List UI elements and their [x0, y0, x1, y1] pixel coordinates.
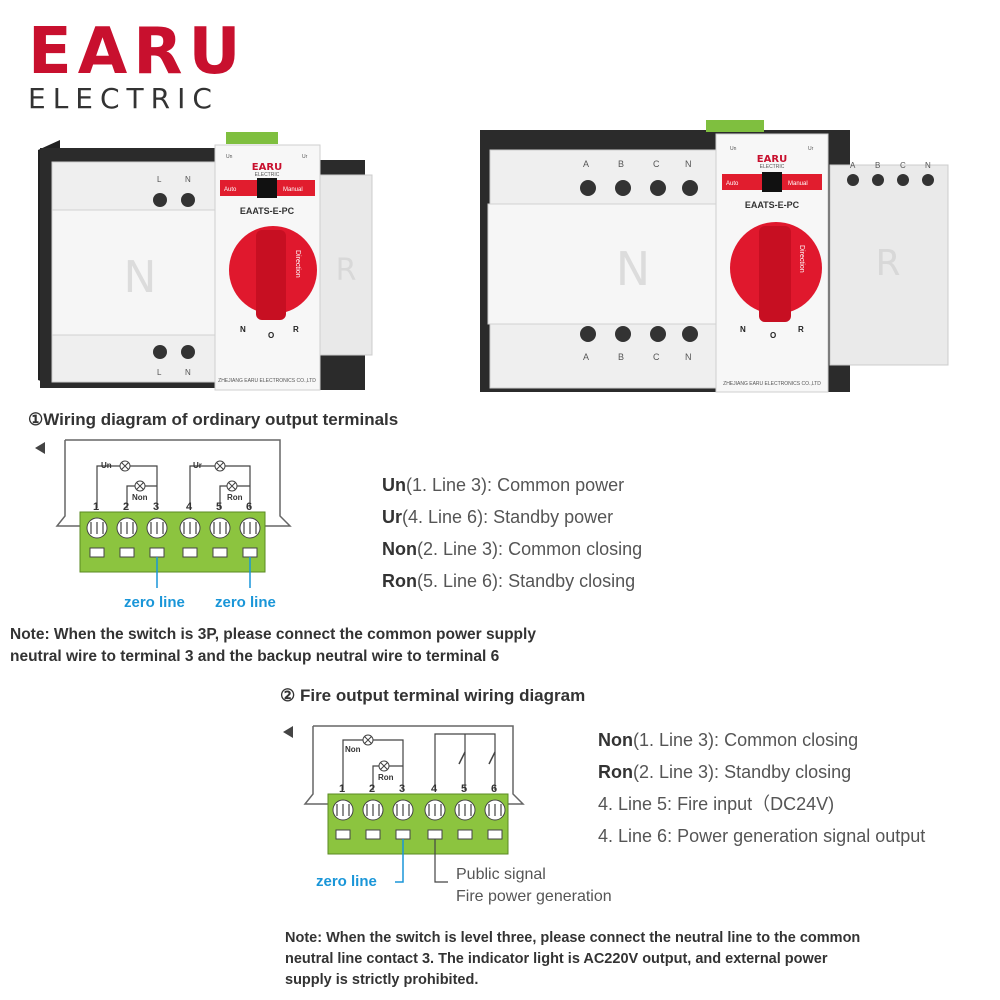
- terminal-number-3: 3: [153, 501, 159, 513]
- note-fire: Note: When the switch is level three, pl…: [285, 930, 861, 988]
- legend-row: Ur(4. Line 6): Standby power: [382, 507, 614, 527]
- zero-line-label-6: zero line: [215, 594, 276, 611]
- terminal-number-5: 5: [216, 501, 222, 513]
- fire-terminal-number-6: 6: [491, 783, 497, 795]
- device1-knob-text: Direction: [294, 250, 301, 278]
- device1-top-pole-1: L: [157, 175, 162, 184]
- legend-row: Non(2. Line 3): Common closing: [382, 539, 643, 559]
- device2-knob-text: Direction: [798, 245, 805, 273]
- device2-maker: ZHEJIANG EARU ELECTRONICS CO.,LTD: [723, 381, 821, 387]
- legend-row: Non(1. Line 3): Common closing: [598, 730, 859, 750]
- terminal-block: [79, 511, 266, 573]
- lamp-ron-icon: [378, 760, 390, 772]
- device2-right-pole-a: A: [850, 161, 856, 170]
- device2-bottom-pole-c: C: [653, 352, 660, 362]
- section1-title: ①Wiring diagram of ordinary output termi…: [28, 410, 399, 429]
- fire-terminal-number-3: 3: [399, 783, 405, 795]
- device2-left-cover-label: N: [616, 242, 650, 296]
- device1-model: EAATS-E-PC: [240, 206, 295, 216]
- fire-terminal-number-5: 5: [461, 783, 467, 795]
- device2-mode-auto: Auto: [726, 181, 739, 187]
- legend-row: Ron(2. Line 3): Standby closing: [598, 762, 852, 782]
- device2-pos-r: R: [798, 325, 804, 334]
- device2-logo: EARU: [757, 154, 787, 165]
- device2-top-pole-b: B: [618, 159, 624, 169]
- device1-pos-n: N: [240, 325, 246, 334]
- fire-terminal-number-4: 4: [431, 783, 438, 795]
- device1-top-pole-2: N: [185, 175, 191, 184]
- device1-mode-auto: Auto: [224, 187, 237, 193]
- zero-line-label-3: zero line: [124, 594, 185, 611]
- device2-model: EAATS-E-PC: [745, 200, 800, 210]
- fire-lamp-label-non: Non: [345, 745, 361, 754]
- legend-row: 4. Line 5: Fire input（DC24V): [598, 794, 835, 814]
- device2-top-pole-n: N: [685, 159, 692, 169]
- brand-logo: EARU ELECTRIC: [28, 15, 258, 115]
- device1-lamp-un: Un: [226, 154, 233, 160]
- device1-lamp-ur: Ur: [302, 154, 308, 160]
- terminal-number-2: 2: [123, 501, 129, 513]
- device2-right-pole-n: N: [925, 161, 931, 170]
- section2-title: ② Fire output terminal wiring diagram: [280, 686, 586, 705]
- device1-logo-sub: ELECTRIC: [255, 172, 280, 178]
- lamp-label-ron: Ron: [227, 493, 243, 502]
- device2-top-pole-c: C: [653, 159, 660, 169]
- terminal-number-4: 4: [186, 501, 193, 513]
- legend-ordinary: Un(1. Line 3): Common power Ur(4. Line 6…: [382, 469, 642, 597]
- device2-mode-manual: Manual: [788, 181, 808, 187]
- legend-row: Ron(5. Line 6): Standby closing: [382, 571, 636, 591]
- fire-wire-labels: Public signal Fire power generation: [456, 864, 612, 908]
- product-image-2p: R N L N L N Un Ur EARU ELECTRIC Auto Man…: [38, 132, 373, 391]
- device2-lamp-ur: Ur: [808, 146, 814, 152]
- lamp-non-icon: [134, 480, 146, 492]
- legend-fire: Non(1. Line 3): Common closing Ron(2. Li…: [598, 724, 925, 852]
- device2-bottom-pole-a: A: [583, 352, 589, 362]
- device2-lamp-un: Un: [730, 146, 737, 152]
- fire-terminal-number-2: 2: [369, 783, 375, 795]
- lamp-label-non: Non: [132, 493, 148, 502]
- device1-left-cover-label: N: [124, 252, 157, 303]
- device1-maker: ZHEJIANG EARU ELECTRONICS CO.,LTD: [218, 378, 316, 384]
- device1-pos-r: R: [293, 325, 299, 334]
- fire-terminal-number-1: 1: [339, 783, 345, 795]
- lamp-label-un: Un: [101, 461, 112, 470]
- wiring-diagram-fire: Non Ron 1 2 3 4 5 6: [283, 725, 525, 883]
- lamp-ur-icon: [214, 460, 226, 472]
- note-ordinary: Note: When the switch is 3P, please conn…: [10, 626, 536, 665]
- brand-name: EARU: [28, 15, 247, 89]
- terminal-number-1: 1: [93, 501, 99, 513]
- device2-right-pole-c: C: [900, 161, 906, 170]
- device1-logo: EARU: [252, 162, 282, 173]
- fire-power-generation-label: Fire power generation: [456, 888, 612, 905]
- fire-lamp-label-ron: Ron: [378, 773, 394, 782]
- lamp-un-icon: [119, 460, 131, 472]
- device2-bottom-pole-n: N: [685, 352, 692, 362]
- brand-subtitle: ELECTRIC: [28, 82, 219, 115]
- device1-mode-manual: Manual: [283, 187, 303, 193]
- device2-logo-sub: ELECTRIC: [760, 164, 785, 170]
- wiring-diagram-ordinary: Un Non Ur Ron 1 2 3 4 5 6: [35, 439, 292, 588]
- fire-terminal-block: [327, 793, 509, 855]
- device1-right-cover-label: R: [336, 253, 357, 288]
- legend-row: Un(1. Line 3): Common power: [382, 475, 625, 495]
- public-signal-label: Public signal: [456, 866, 546, 883]
- device2-pos-o: O: [770, 331, 776, 340]
- lamp-non-icon: [362, 734, 374, 746]
- terminal-number-6: 6: [246, 501, 252, 513]
- product-image-4p: R N A B C N A B C N A B C N Un Ur EARU E…: [480, 120, 949, 393]
- device2-pos-n: N: [740, 325, 746, 334]
- device2-right-cover-label: R: [875, 243, 900, 284]
- device2-right-pole-b: B: [875, 161, 880, 170]
- legend-row: 4. Line 6: Power generation signal outpu…: [598, 826, 926, 846]
- lamp-label-ur: Ur: [193, 461, 202, 470]
- device2-top-pole-a: A: [583, 159, 589, 169]
- device1-bottom-pole-1: L: [157, 368, 162, 377]
- device2-bottom-pole-b: B: [618, 352, 624, 362]
- fire-zero-line-label: zero line: [316, 873, 377, 890]
- device1-pos-o: O: [268, 331, 274, 340]
- device1-bottom-pole-2: N: [185, 368, 191, 377]
- lamp-ron-icon: [226, 480, 238, 492]
